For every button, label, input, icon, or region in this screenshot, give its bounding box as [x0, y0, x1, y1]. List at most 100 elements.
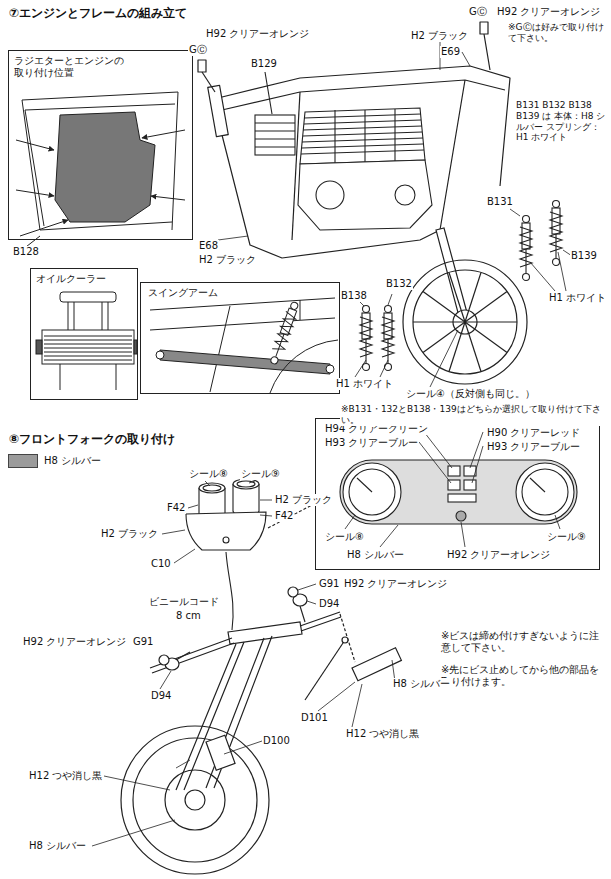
meter-detail-drawing	[464, 480, 476, 490]
engine-drawing	[395, 185, 415, 205]
frame-drawing	[440, 80, 465, 230]
leader-line	[260, 500, 272, 501]
frame-drawing	[198, 22, 510, 258]
engine-drawing	[334, 110, 335, 163]
panel-label: H92 クリアーオレンジ	[446, 549, 551, 561]
leader-line	[461, 522, 465, 547]
rear-wheel	[403, 260, 527, 384]
paint-callout: H92 クリアーオレンジ	[496, 6, 601, 18]
leader-line	[92, 820, 175, 846]
meter-detail-drawing	[357, 478, 372, 492]
rear-wheel	[413, 270, 517, 374]
meter-detail-drawing	[340, 460, 577, 524]
front-fork-drawing	[228, 622, 302, 644]
oil-cooler-drawing	[134, 340, 137, 354]
panel-label: ラジエターとエンジンの取り付け位置	[13, 55, 127, 79]
part-number: G91	[132, 636, 154, 648]
paint-callout: H12 つや消し黒	[345, 728, 420, 740]
rear-wheel	[423, 291, 507, 352]
rear-shock	[550, 201, 562, 266]
part-number: B131	[486, 196, 514, 208]
frame-drawing	[480, 22, 488, 34]
engine-drawing	[303, 126, 422, 130]
part-number: B139	[570, 250, 598, 262]
section-heading: ⑧フロントフォークの取り付け	[8, 432, 176, 446]
panel-label: H93 クリアーブルー	[324, 437, 419, 449]
front-fork-drawing	[176, 652, 190, 660]
section-heading: ⑦エンジンとフレームの組み立て	[8, 6, 188, 20]
panel-label: H8 シルバー	[346, 549, 405, 561]
oil-cooler-drawing	[60, 364, 116, 390]
front-fork-drawing	[300, 612, 341, 631]
meter-detail-drawing	[522, 469, 568, 515]
leader-line	[380, 360, 388, 377]
panel-label: シール⑧	[324, 531, 365, 543]
leader-line	[260, 515, 272, 516]
seal-callout: シール⑧	[188, 468, 229, 480]
leader-line	[218, 36, 572, 387]
leader-line	[218, 236, 248, 240]
leader-line	[176, 760, 190, 768]
oil-cooler-drawing	[68, 302, 108, 330]
leader-line	[298, 584, 316, 590]
leader-line	[462, 52, 470, 66]
engine-drawing	[303, 132, 422, 136]
leader-line	[419, 442, 451, 483]
oil-cooler-drawing	[42, 330, 134, 364]
engine-drawing	[316, 181, 344, 209]
inset-panel: H94 クリアーグリーンH90 クリアーレッドH93 クリアーブルーH93 クリ…	[315, 418, 600, 570]
meter-drawing	[233, 479, 259, 489]
leader-line	[307, 601, 316, 604]
paint-callout: H92 クリアーオレンジ	[343, 578, 448, 590]
oil-cooler-drawing	[44, 336, 132, 360]
part-number: G91	[318, 578, 340, 590]
leader-line	[92, 584, 396, 846]
part-number: GⒸ	[188, 44, 208, 56]
front-fork-drawing	[176, 636, 272, 790]
frame-drawing	[484, 34, 490, 70]
inset-drawing	[16, 190, 54, 196]
part-number: B132	[385, 278, 413, 290]
inset-panel: スイングアーム	[140, 282, 340, 394]
leader-line	[174, 549, 195, 563]
meter-detail-drawing	[349, 469, 395, 515]
paint-callout: H92 クリアーオレンジ	[205, 28, 310, 40]
meter-drawing	[199, 483, 225, 493]
engine-drawing	[304, 120, 421, 124]
part-number: D101	[300, 712, 329, 724]
panel-label: H90 クリアーレッド	[486, 427, 581, 439]
note: ※GⒸは好みで取り付けて下さい。	[507, 22, 607, 44]
meter-drawing	[223, 537, 229, 543]
engine-drawing	[302, 144, 423, 148]
paint-callout: H12 つや消し黒	[28, 770, 103, 782]
swing-arm-drawing	[156, 351, 164, 359]
part-name: ビニールコード	[148, 596, 220, 608]
rear-shock	[360, 306, 372, 371]
oil-cooler-drawing	[36, 340, 42, 354]
paint-callout: H92 クリアーオレンジ	[22, 636, 127, 648]
leader-line	[160, 671, 171, 689]
leader-line	[555, 515, 560, 529]
inset-drawing	[142, 130, 185, 138]
leader-line	[530, 262, 555, 291]
meter-drawing	[268, 504, 314, 528]
front-fork-drawing	[288, 587, 298, 597]
leader-line	[558, 252, 566, 291]
engine-drawing	[394, 109, 395, 161]
engine-drawing	[255, 138, 295, 139]
engine-drawing	[255, 72, 432, 230]
meter-detail-drawing	[456, 511, 466, 521]
dimension: 8 cm	[175, 610, 202, 622]
leader-line	[249, 481, 255, 483]
front-fork-drawing	[133, 738, 257, 862]
note: B131 B132 B138 B139 は 本体：H8 シルバー スプリング：H…	[515, 100, 607, 143]
front-fork-drawing	[165, 770, 225, 830]
rear-shock	[360, 201, 562, 371]
front-fork-drawing	[342, 637, 348, 643]
engine-drawing	[301, 150, 424, 154]
paint-callout: H2 ブラック	[274, 494, 333, 506]
front-fork-drawing	[121, 726, 269, 874]
engine-drawing	[300, 108, 425, 164]
rear-wheel	[403, 228, 527, 384]
note: ※ビスは締め付けすぎないように注意して下さい。	[440, 630, 602, 654]
